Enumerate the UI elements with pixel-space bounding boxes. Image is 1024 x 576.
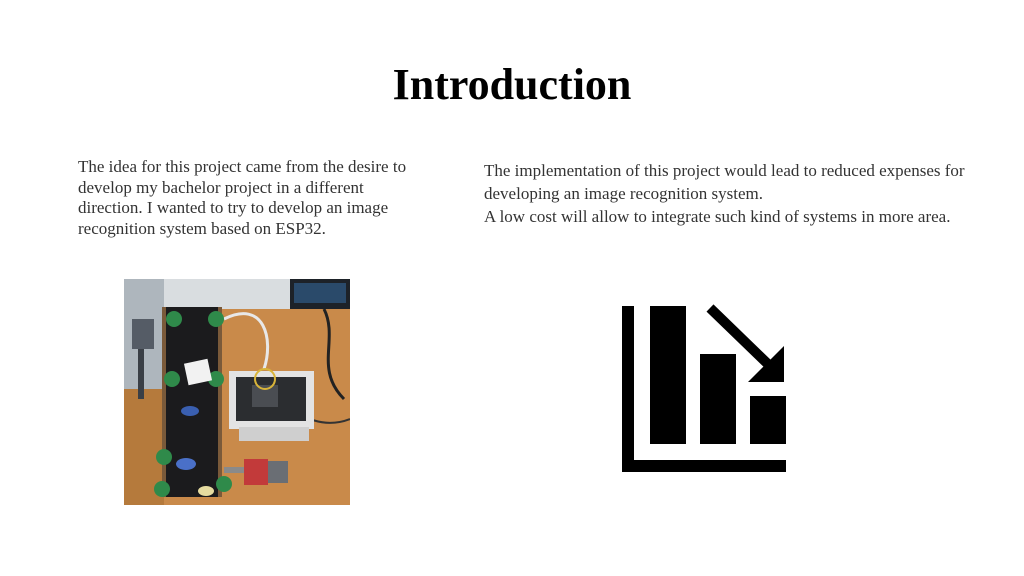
left-paragraph: The idea for this project came from the … <box>78 157 407 238</box>
bar-chart-decrease-icon <box>620 304 788 474</box>
right-paragraph: The implementation of this project would… <box>484 159 984 228</box>
right-paragraph-line-2: A low cost will allow to integrate such … <box>484 207 951 226</box>
right-paragraph-line-1: The implementation of this project would… <box>484 161 965 203</box>
slide-title: Introduction <box>392 60 632 109</box>
conveyor-prototype-photo <box>124 279 350 505</box>
